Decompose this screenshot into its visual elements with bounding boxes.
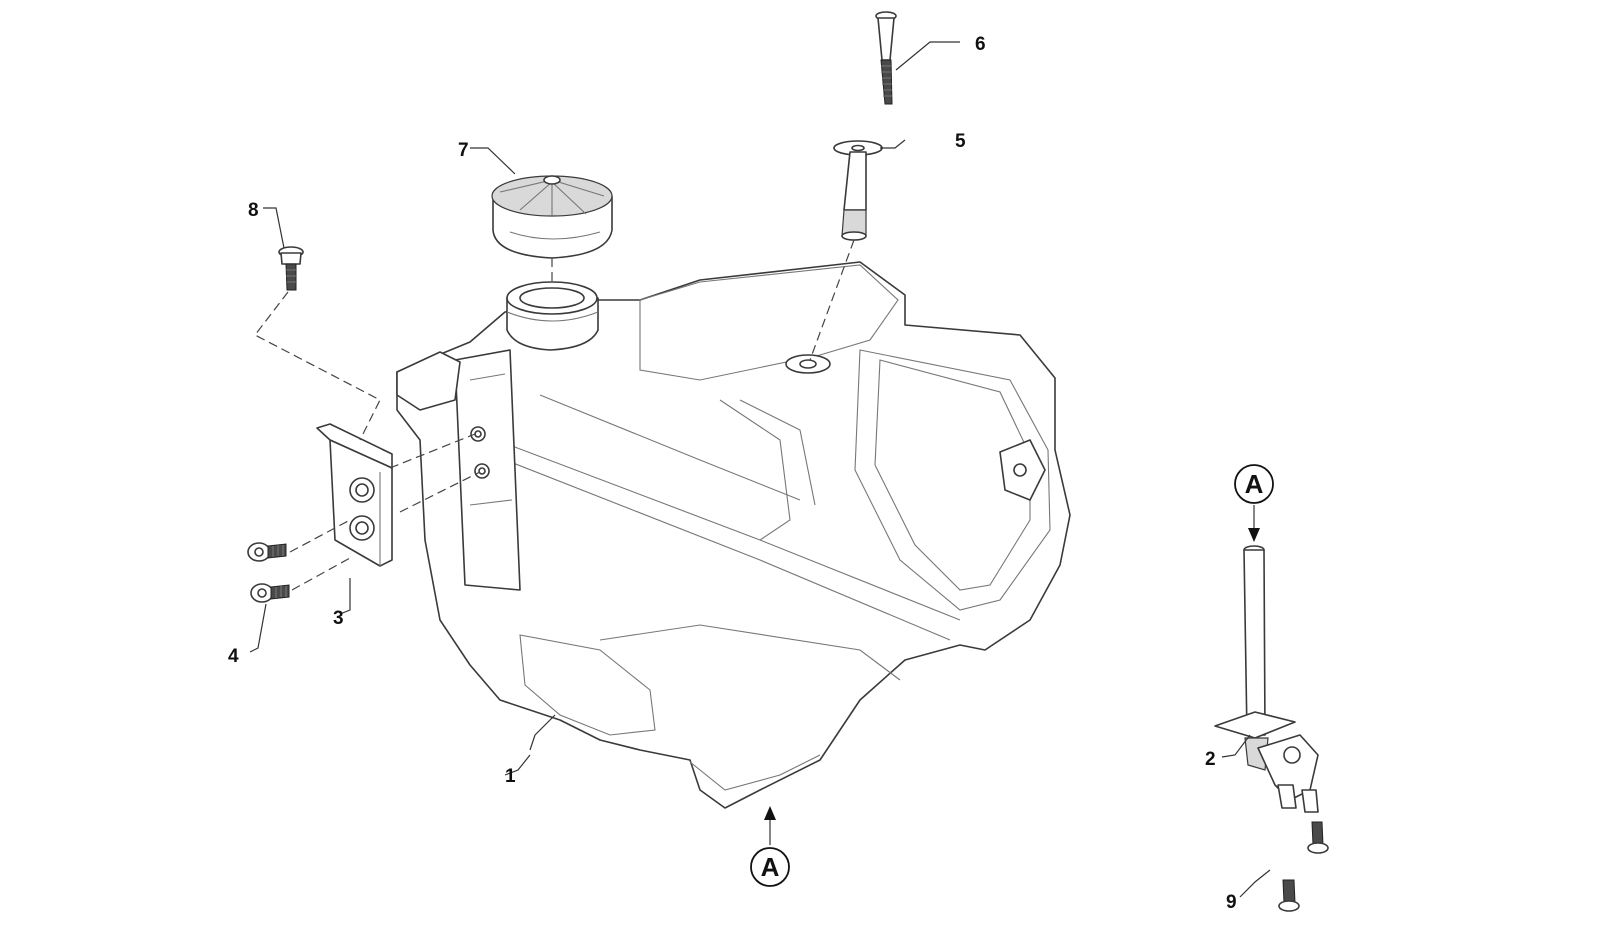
callout-8: 8 [248, 200, 259, 221]
screw-pair [247, 542, 290, 603]
view-ref-a-right: A [1234, 464, 1274, 504]
bracket-plate [316, 423, 393, 567]
view-ref-a-right-label: A [1245, 469, 1264, 499]
callout-7: 7 [458, 140, 469, 161]
filler-cap [491, 175, 613, 259]
callout-1: 1 [505, 766, 516, 787]
petcock-screws [1278, 821, 1329, 912]
fuel-petcock [1214, 545, 1319, 813]
assembly-lines [254, 239, 855, 591]
rubber-sleeve [833, 140, 883, 241]
fuel-tank [396, 261, 1071, 809]
callout-9: 9 [1226, 892, 1237, 913]
leader-lines [249, 41, 1271, 898]
long-screw [875, 11, 897, 105]
view-ref-a-bottom: A [750, 847, 790, 887]
view-arrows [764, 505, 1260, 845]
bolt-upper [278, 246, 304, 291]
callout-3: 3 [333, 608, 344, 629]
callout-2: 2 [1205, 749, 1216, 770]
callout-4: 4 [228, 646, 239, 667]
view-ref-a-bottom-label: A [761, 852, 780, 882]
callout-6: 6 [975, 34, 986, 55]
callout-5: 5 [955, 131, 966, 152]
